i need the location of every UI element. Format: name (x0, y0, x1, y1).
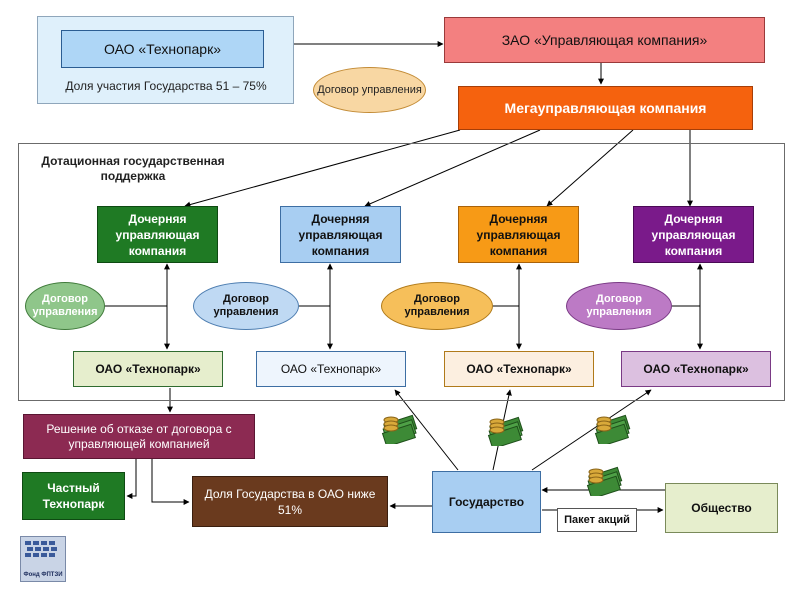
money-stack-icon (381, 414, 418, 444)
fund-logo-mark-icon (25, 541, 57, 557)
fund-logo: Фонд ФПТЗИ (20, 536, 66, 582)
subsidiary-company-3[interactable]: Дочерняя управляющая компания (458, 206, 579, 263)
technopark-1[interactable]: ОАО «Технопарк» (73, 351, 223, 387)
mega-to-sub1-arrow (184, 129, 461, 208)
management-contract-3[interactable]: Договор управления (381, 282, 493, 330)
state-box[interactable]: Государство (432, 471, 541, 533)
money-stack-icon (594, 414, 631, 444)
management-contract-2[interactable]: Договор управления (193, 282, 299, 330)
mega-to-sub2-arrow (364, 129, 541, 207)
private-technopark-box[interactable]: Частный Технопарк (22, 472, 125, 520)
technopark-2[interactable]: ОАО «Технопарк» (256, 351, 406, 387)
technopark-4[interactable]: ОАО «Технопарк» (621, 351, 771, 387)
technopark-3[interactable]: ОАО «Технопарк» (444, 351, 594, 387)
refusal-share-arrow (151, 459, 190, 505)
society-box[interactable]: Общество (665, 483, 778, 533)
refusal-decision-box[interactable]: Решение об отказе от договора с управляю… (23, 414, 255, 459)
management-contract-1[interactable]: Договор управления (25, 282, 105, 330)
state-share-text: Доля участия Государства 51 – 75% (65, 79, 267, 93)
management-contract-top[interactable]: Договор управления (313, 67, 426, 113)
zao-box[interactable]: ЗАО «Управляющая компания» (444, 17, 765, 63)
state-to-technopark2-arrow (394, 389, 459, 471)
shares-package-label: Пакет акций (557, 508, 637, 532)
money-stack-icon (487, 416, 524, 446)
state-share-below-box[interactable]: Доля Государства в ОАО ниже 51% (192, 476, 388, 527)
management-contract-4[interactable]: Договор управления (566, 282, 672, 330)
technopark-top-box[interactable]: ОАО «Технопарк» (61, 30, 264, 68)
subsidiary-company-4[interactable]: Дочерняя управляющая компания (633, 206, 754, 263)
refusal-private-arrow (126, 459, 137, 499)
money-stack-icon (586, 466, 623, 496)
subsidy-region-title: Дотационная государственная поддержка (41, 154, 225, 183)
fund-logo-caption: Фонд ФПТЗИ (23, 572, 63, 578)
subsidy-region (18, 143, 785, 401)
state-to-technopark4-arrow (531, 389, 652, 471)
mega-box[interactable]: Мегауправляющая компания (458, 86, 753, 130)
technopark-top-label: ОАО «Технопарк» (103, 41, 221, 57)
subsidiary-company-2[interactable]: Дочерняя управляющая компания (280, 206, 401, 263)
subsidiary-company-1[interactable]: Дочерняя управляющая компания (97, 206, 218, 263)
mega-to-sub3-arrow (546, 129, 634, 207)
